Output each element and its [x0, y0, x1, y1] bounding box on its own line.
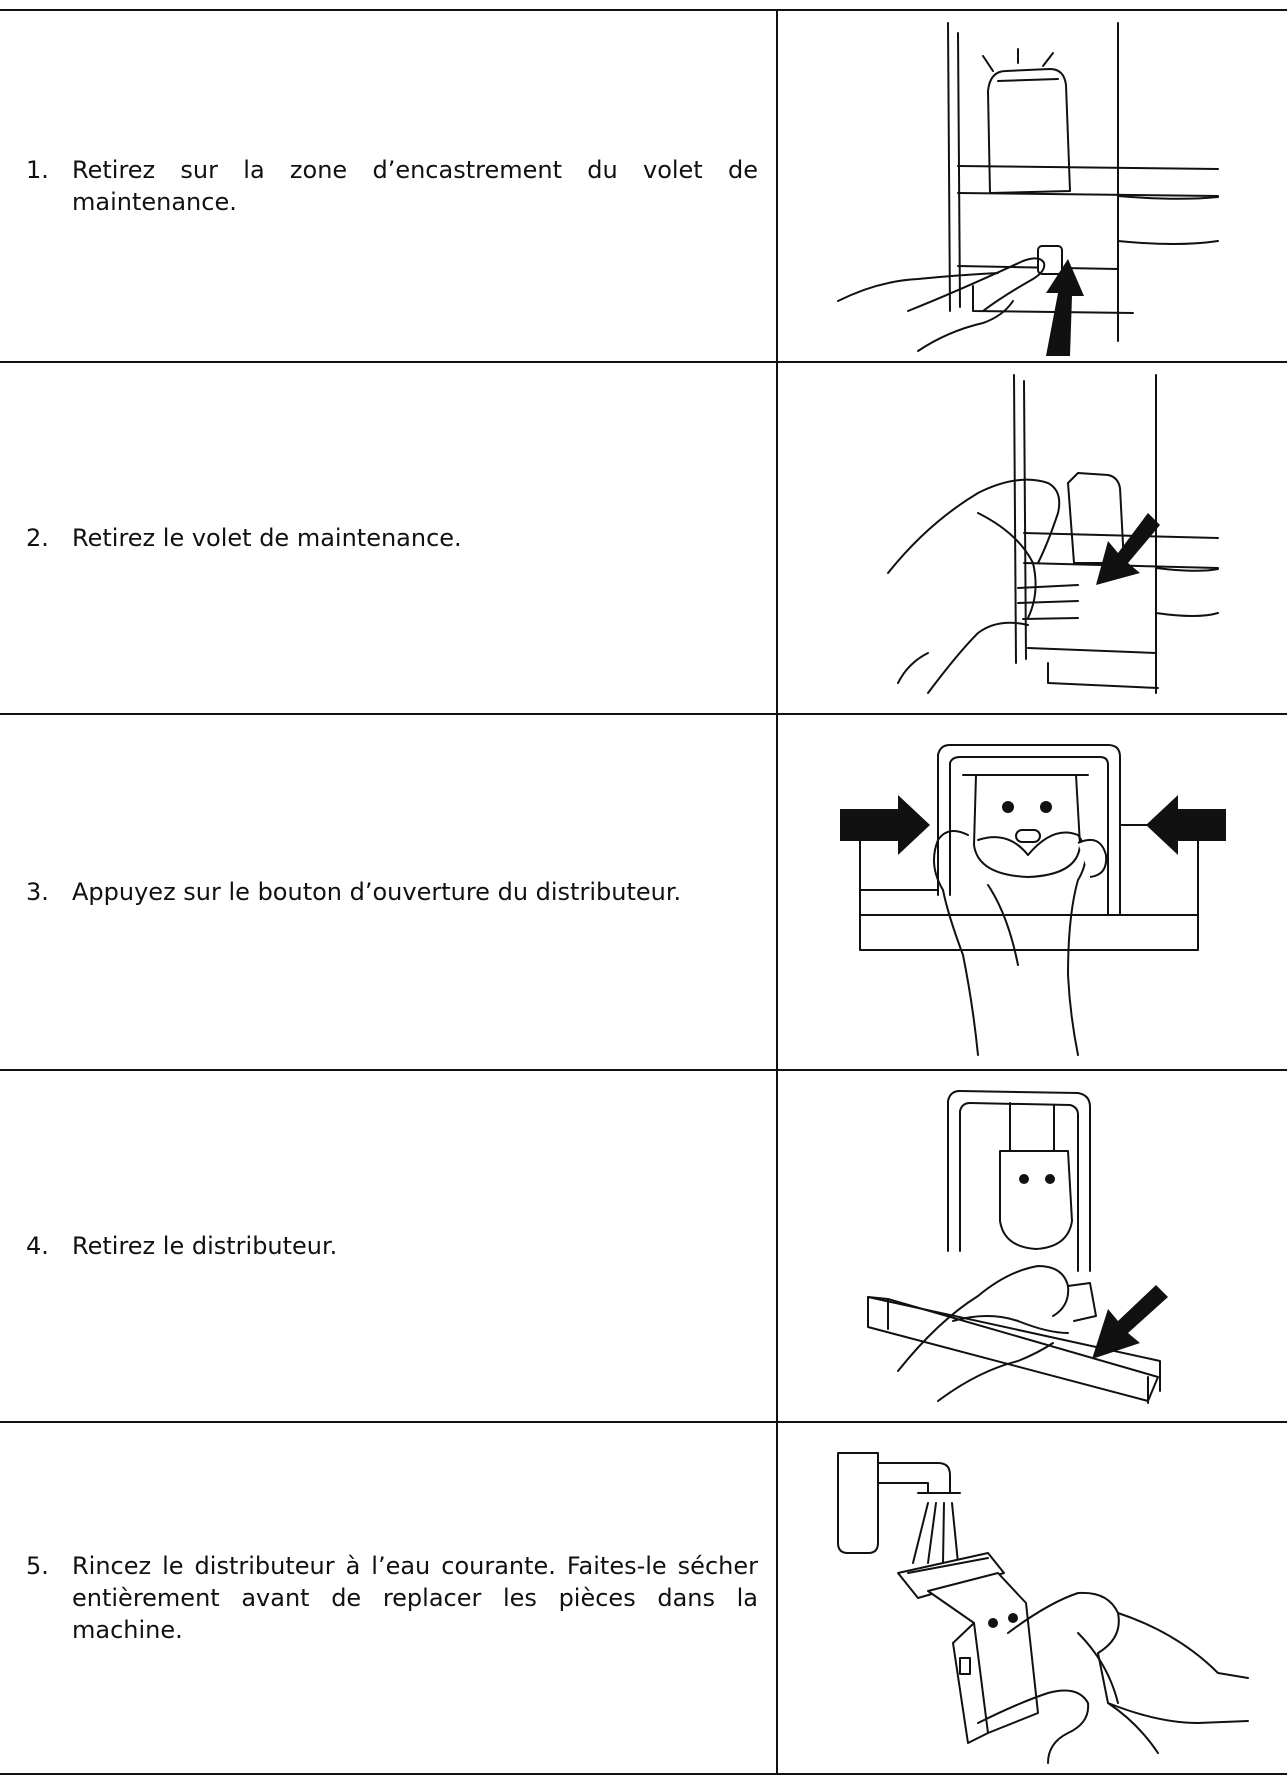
step-illustration-cell	[776, 1421, 1287, 1775]
step-number: 1.	[26, 156, 49, 184]
rinse-distributor-illustration	[837, 1452, 1249, 1764]
step-illustration-cell	[776, 9, 1287, 363]
step-illustration-cell	[776, 713, 1287, 1071]
step-illustration-cell	[776, 1069, 1287, 1423]
step-text: Appuyez sur le bouton d’ouverture du dis…	[72, 878, 682, 906]
remove-panel-illustration	[887, 374, 1219, 694]
step-row-4: 4. Retirez le distributeur.	[0, 1069, 1287, 1423]
step-number: 3.	[26, 878, 49, 906]
step-row-2: 2. Retirez le volet de maintenance.	[0, 361, 1287, 715]
remove-distributor-illustration	[867, 1090, 1168, 1404]
step-number: 5.	[26, 1552, 49, 1580]
step-text-cell: 3. Appuyez sur le bouton d’ouverture du …	[0, 713, 778, 1071]
step-text: Retirez sur la zone d’encastrement du vo…	[72, 156, 758, 216]
step-row-5: 5. Rincez le distributeur à l’eau couran…	[0, 1421, 1287, 1775]
step-number: 4.	[26, 1232, 49, 1260]
step-text-cell: 2. Retirez le volet de maintenance.	[0, 361, 778, 715]
step-illustration-cell	[776, 361, 1287, 715]
step-text: Retirez le distributeur.	[72, 1232, 338, 1260]
press-panel-illustration	[837, 22, 1219, 356]
step-number: 2.	[26, 524, 49, 552]
step-text-cell: 5. Rincez le distributeur à l’eau couran…	[0, 1421, 778, 1775]
step-text-cell: 4. Retirez le distributeur.	[0, 1069, 778, 1423]
step-row-3: 3. Appuyez sur le bouton d’ouverture du …	[0, 713, 1287, 1071]
press-release-button-illustration	[840, 744, 1226, 1056]
step-row-1: 1. Retirez sur la zone d’encastrement du…	[0, 9, 1287, 363]
step-text: Retirez le volet de maintenance.	[72, 524, 462, 552]
step-text: Rincez le distributeur à l’eau courante.…	[72, 1552, 758, 1644]
step-text-cell: 1. Retirez sur la zone d’encastrement du…	[0, 9, 778, 363]
instruction-table: 1. Retirez sur la zone d’encastrement du…	[0, 9, 1287, 1775]
